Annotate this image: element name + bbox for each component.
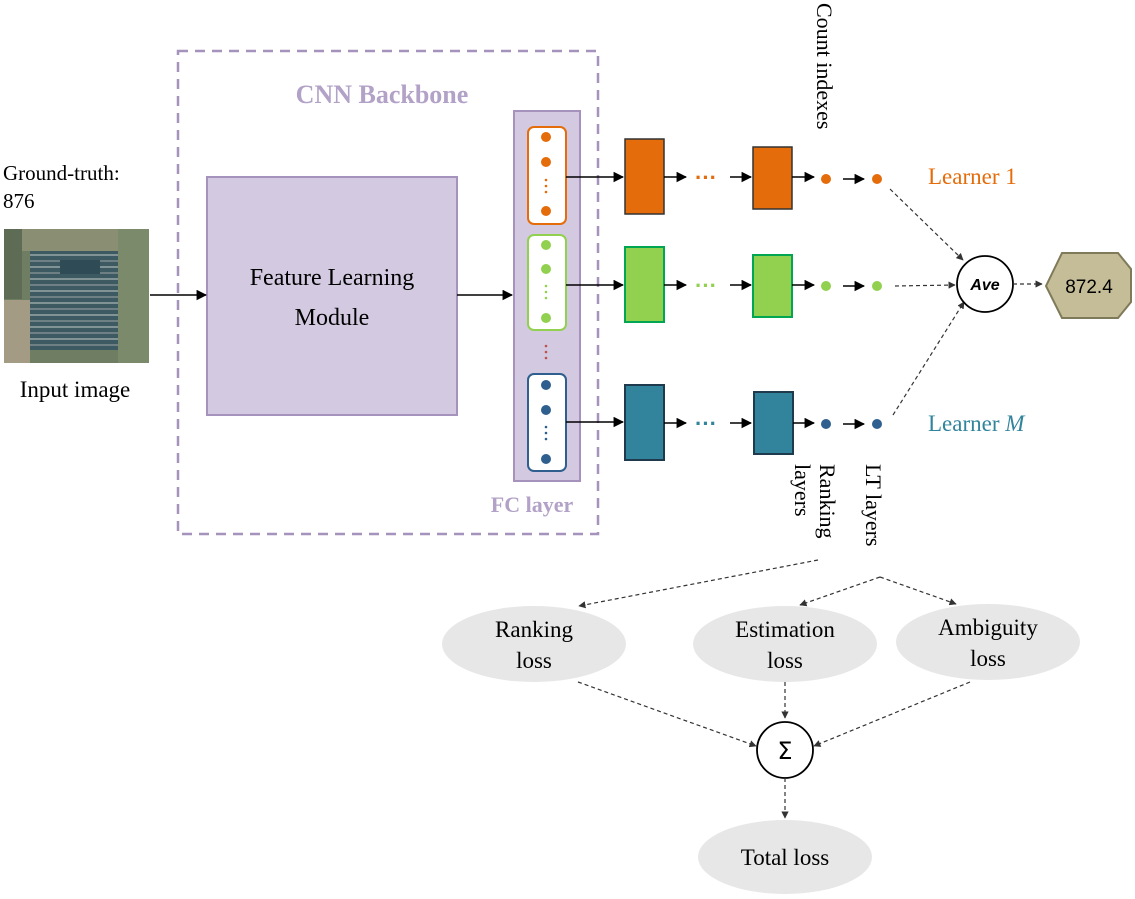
arrow-learner2-to-ave: [894, 281, 956, 289]
estimation-loss-line1: Estimation: [735, 617, 835, 642]
fc-group-green: [527, 234, 567, 331]
total-loss-node: [698, 820, 872, 894]
cnn-backbone-box: [176, 49, 600, 536]
total-loss-label: Total loss: [741, 845, 830, 870]
input-image: [4, 229, 149, 363]
ranking-loss-node: [442, 606, 626, 682]
learner-1-label: Learner 1: [928, 164, 1017, 189]
module-label-line1: Feature Learning: [250, 265, 415, 291]
fc-vertical-dots: [544, 344, 548, 360]
estimation-loss-line2: loss: [767, 648, 803, 673]
learner-row-m: [566, 384, 882, 461]
output-node: [1044, 252, 1132, 319]
arrow-lt-to-estimation: [799, 576, 881, 607]
learner-m-prefix: Learner: [928, 411, 1005, 436]
arrow-learnerm-to-ave: [892, 301, 965, 416]
learner-m-suffix: M: [1004, 411, 1026, 436]
fc-group-teal: [527, 373, 567, 472]
arrow-lt-to-ambiguity: [879, 576, 957, 606]
learner-row-2: [566, 246, 882, 323]
module-label-line2: Module: [295, 305, 370, 331]
output-value: 872.4: [1065, 277, 1113, 298]
sum-symbol: Σ: [777, 737, 792, 765]
ranking-loss-line1: Ranking: [495, 617, 573, 642]
ranking-loss-line2: loss: [516, 648, 552, 673]
ellipsis-rowm: ···: [695, 411, 717, 436]
ranking-layers-label-line1: Ranking: [815, 464, 840, 539]
arrow-rankingloss-to-sum: [577, 681, 757, 748]
arrow-ranking-to-rankingloss: [578, 559, 819, 609]
learner-m-label: Learner M: [928, 411, 1026, 436]
ground-truth-label: Ground-truth:: [3, 161, 120, 185]
count-indexes-label: Count indexes: [812, 3, 837, 130]
fc-group-orange: [527, 126, 567, 225]
lt-layers-label: LT layers: [861, 464, 886, 547]
fc-layer-label: FC layer: [491, 492, 574, 517]
ellipsis-row1: ···: [695, 165, 717, 190]
feature-learning-module: [206, 176, 458, 416]
ellipsis-row2: ···: [695, 273, 717, 298]
ranking-layers-label-line2: layers: [790, 464, 815, 517]
ambiguity-loss-node: [896, 604, 1080, 680]
arrow-learner1-to-ave: [889, 188, 964, 261]
cnn-backbone-title: CNN Backbone: [296, 80, 469, 109]
estimation-loss-node: [693, 606, 877, 682]
arrow-ambiguity-to-sum: [813, 681, 971, 747]
ground-truth-value: 876: [3, 189, 35, 213]
ave-label: Ave: [969, 277, 999, 294]
ambiguity-loss-line1: Ambiguity: [938, 615, 1038, 640]
input-image-caption: Input image: [20, 377, 131, 402]
ambiguity-loss-line2: loss: [970, 646, 1006, 671]
learner-row-1: [566, 138, 882, 215]
